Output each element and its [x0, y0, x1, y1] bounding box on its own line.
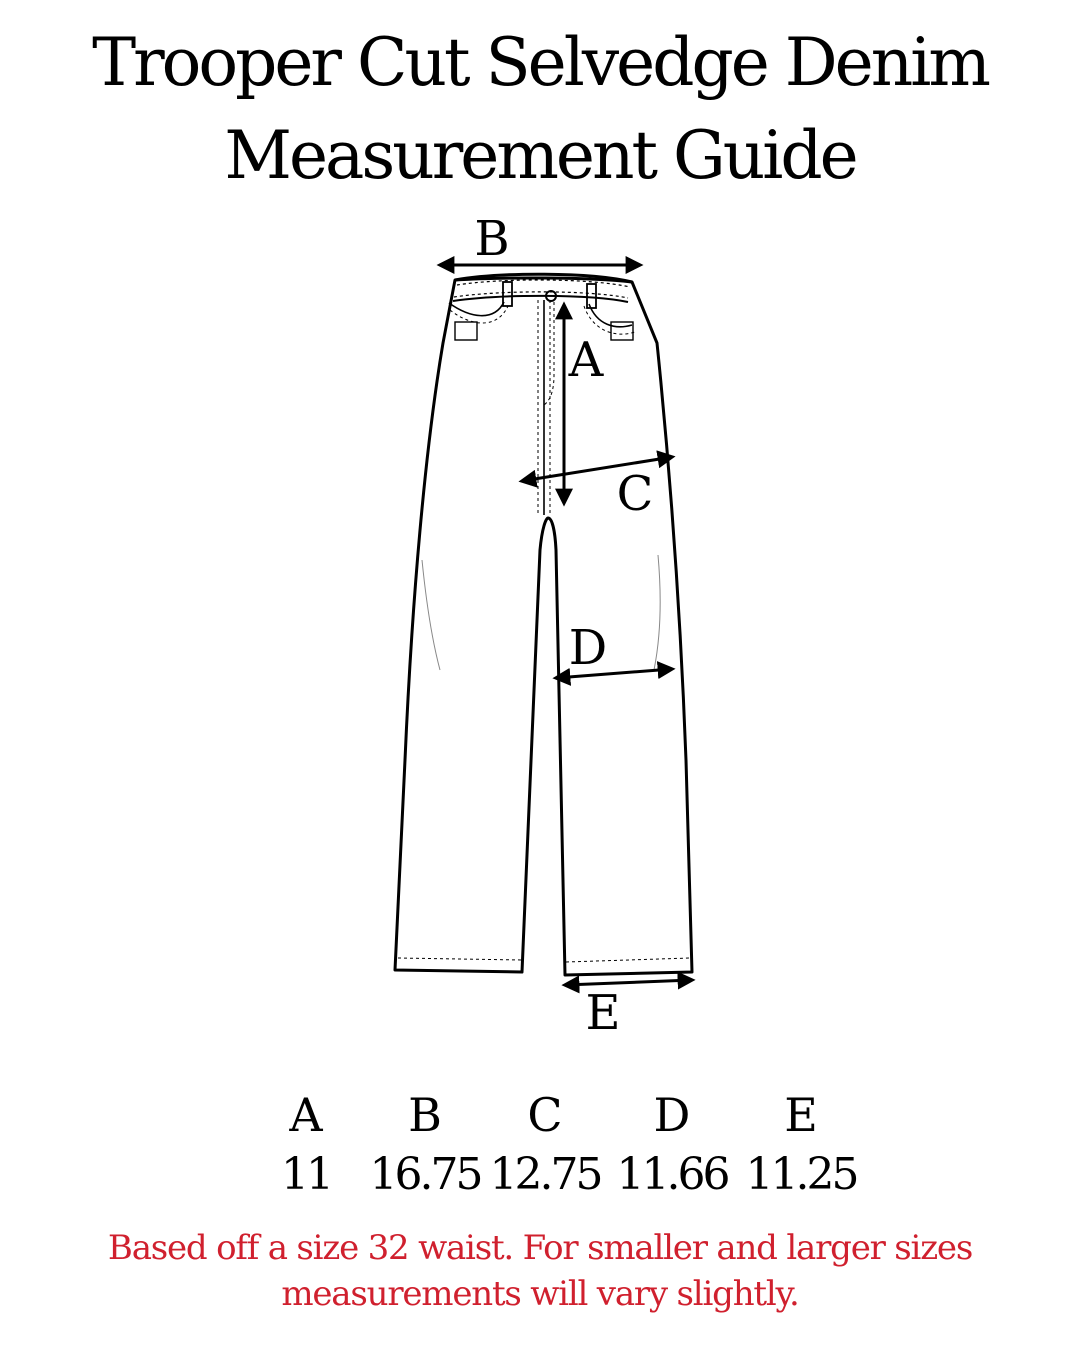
arrow-c [518, 450, 676, 488]
measurement-e: E 11.25 [731, 1085, 871, 1205]
measurement-value: 11.66 [616, 1149, 731, 1200]
page-title-line-1: Trooper Cut Selvedge Denim [92, 24, 991, 101]
size-note: Based off a size 32 waist. For smaller a… [0, 1225, 1080, 1317]
measurement-value: 12.75 [489, 1149, 604, 1200]
measurement-b: B 16.75 [355, 1085, 495, 1205]
diagram-label-a: A [568, 332, 605, 388]
measurement-letter: A [289, 1088, 323, 1142]
measurements-table: A 11 B 16.75 C 12.75 D 11.66 E 11.25 [0, 1085, 1080, 1205]
measurement-letter: C [527, 1088, 563, 1142]
seam-details [397, 554, 691, 963]
jeans-measurement-diagram: B A C D E [393, 211, 696, 1041]
measurement-letter: B [408, 1088, 442, 1142]
arrow-e [561, 971, 696, 994]
measurement-value: 11.25 [745, 1149, 860, 1200]
measurement-c: C 12.75 [475, 1085, 615, 1205]
pocket-and-fly-stitching [448, 300, 636, 515]
size-note-line-2: measurements will vary slightly. [281, 1274, 800, 1314]
measurement-letter: D [653, 1088, 691, 1142]
diagram-label-e: E [585, 985, 620, 1041]
measurement-value: 11 [281, 1149, 334, 1200]
arrow-d [552, 661, 676, 686]
diagram-label-b: B [474, 211, 509, 267]
measurement-a: A 11 [236, 1085, 376, 1205]
measurement-value: 16.75 [369, 1149, 484, 1200]
waistband [452, 272, 633, 309]
diagram-label-c: C [617, 466, 654, 522]
measurement-letter: E [784, 1088, 818, 1142]
size-note-line-1: Based off a size 32 waist. For smaller a… [107, 1228, 973, 1268]
page-title-line-2: Measurement Guide [224, 117, 858, 194]
measurement-arrows [436, 256, 696, 994]
measurement-d: D 11.66 [602, 1085, 742, 1205]
diagram-label-d: D [569, 620, 607, 676]
